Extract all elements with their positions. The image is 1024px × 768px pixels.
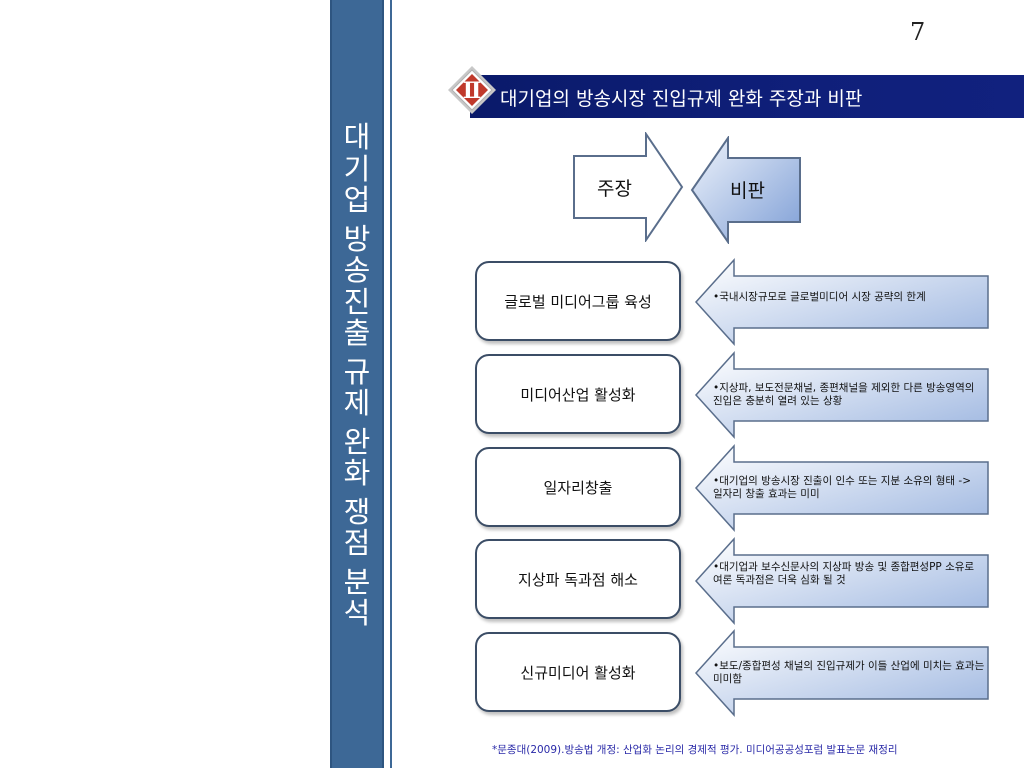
critique-arrow-icon xyxy=(694,444,989,532)
section-badge-label: Ⅱ xyxy=(463,78,482,104)
claim-box: 미디어산업 활성화 xyxy=(475,354,681,434)
vertical-title-char: 석 xyxy=(343,596,371,630)
claim-header-label: 주장 xyxy=(597,178,632,200)
vertical-title-char: 완 xyxy=(343,424,371,459)
critique-arrow-icon xyxy=(694,258,989,346)
claim-box: 일자리창출 xyxy=(475,447,681,527)
header-title: 대기업의 방송시장 진입규제 완화 주장과 비판 xyxy=(500,88,863,110)
sidebar-band xyxy=(330,0,384,768)
source-citation: *문종대(2009).방송법 개정: 산업화 논리의 경제적 평가. 미디어공공… xyxy=(492,744,898,756)
header-bar xyxy=(470,75,1024,118)
critique-arrow-icon xyxy=(694,351,989,439)
critique-text: •지상파, 보도전문채널, 종편채널을 제외한 다른 방송영역의 진입은 충분히… xyxy=(713,382,975,407)
critique-arrow-icon xyxy=(694,537,989,625)
critique-text: •국내시장규모로 글로벌미디어 시장 공략의 한계 xyxy=(713,291,926,303)
vertical-title-char: 대 xyxy=(343,120,371,154)
vertical-title: 대 기 업 방 송 진 출 규 제 완 화 쟁 점 분 석 xyxy=(330,120,384,630)
claim-text: 글로벌 미디어그룹 육성 xyxy=(504,292,652,311)
vertical-title-char: 점 xyxy=(343,526,371,560)
claim-text: 미디어산업 활성화 xyxy=(520,385,636,404)
vertical-title-char: 규 xyxy=(343,354,371,389)
vertical-title-char: 기 xyxy=(343,151,371,186)
vertical-title-char: 진 xyxy=(343,284,371,319)
section-badge-icon: Ⅱ xyxy=(448,66,496,114)
critique-text: •보도/종합편성 채널의 진입규제가 이들 산업에 미치는 효과는 미미함 xyxy=(713,660,985,685)
claim-text: 지상파 독과점 해소 xyxy=(518,570,638,589)
vertical-title-char: 제 xyxy=(343,386,371,420)
vertical-title-char: 방 xyxy=(343,221,371,256)
page-number: 7 xyxy=(910,18,926,46)
critique-text: •대기업의 방송시장 진출이 인수 또는 지분 소유의 형태 -> 일자리 창출… xyxy=(713,475,972,500)
claim-arrow-icon xyxy=(573,132,684,242)
vertical-title-char: 화 xyxy=(343,456,371,490)
vertical-title-char: 쟁 xyxy=(343,494,371,529)
critique-arrow-icon xyxy=(690,136,801,244)
critique-header-label: 비판 xyxy=(730,180,765,202)
vertical-title-char: 분 xyxy=(343,564,371,599)
vertical-title-char: 출 xyxy=(343,316,371,350)
vertical-title-char: 송 xyxy=(343,253,371,287)
vertical-title-char: 업 xyxy=(343,183,371,217)
claim-box: 지상파 독과점 해소 xyxy=(475,539,681,619)
critique-text: •대기업과 보수신문사의 지상파 방송 및 종합편성PP 소유로 여론 독과점은… xyxy=(713,561,975,586)
claim-box: 글로벌 미디어그룹 육성 xyxy=(475,261,681,341)
claim-text: 신규미디어 활성화 xyxy=(520,663,636,682)
critique-arrow-icon xyxy=(694,629,989,717)
sidebar-divider-line xyxy=(390,0,392,768)
claim-box: 신규미디어 활성화 xyxy=(475,632,681,712)
claim-text: 일자리창출 xyxy=(543,478,613,497)
